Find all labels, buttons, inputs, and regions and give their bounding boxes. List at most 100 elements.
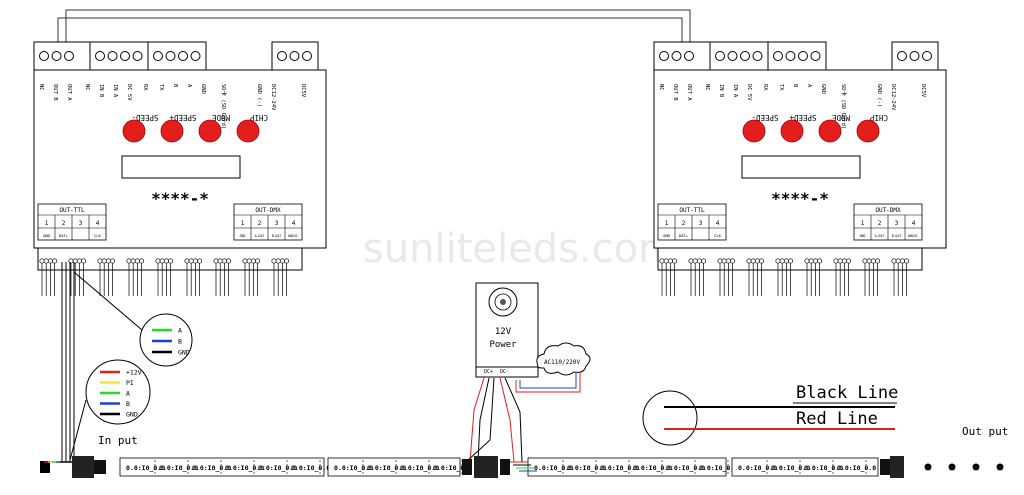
dmx-pin: 1 xyxy=(241,220,245,227)
strip-pixel: 0.0:I0_0.0 xyxy=(433,464,472,472)
strip-pixel: 0.0:I0_0.0 xyxy=(567,464,606,472)
ttl-pin: 4 xyxy=(96,220,100,227)
bottom-terminal-screw xyxy=(817,258,823,264)
dmx-pin: 3 xyxy=(895,220,899,227)
output-connector-plug xyxy=(880,459,890,475)
display-window xyxy=(741,155,861,179)
power-title: 12V xyxy=(495,327,512,337)
input-legend-label: B xyxy=(126,400,130,408)
terminal-screw xyxy=(51,51,62,61)
terminal-label: OUT B xyxy=(52,84,58,101)
terminal-screw xyxy=(153,51,163,61)
bottom-terminal-screw xyxy=(271,258,277,264)
button-label-chip: CHIP xyxy=(869,113,888,122)
output-label: Out put xyxy=(962,425,1008,438)
bottom-terminal-screw xyxy=(221,258,227,264)
bottom-terminal-screw xyxy=(47,258,53,264)
input-legend-label: PI xyxy=(126,379,134,387)
power-dc-plus: DC+ xyxy=(484,369,493,375)
button-label-speed: SPEED- xyxy=(131,113,158,122)
dmx-signal: GND/D- xyxy=(908,234,920,238)
watermark: sunliteleds.com xyxy=(363,226,677,272)
dmx-pin: 2 xyxy=(878,220,882,227)
button-label-chip: CHIP xyxy=(249,113,268,122)
bottom-terminal-screw xyxy=(68,258,74,264)
terminal-screw xyxy=(178,51,188,61)
ttl-legend-label: GND xyxy=(178,349,190,357)
dmx-pin: 3 xyxy=(275,220,279,227)
button-label-speed: SPEED+ xyxy=(789,113,817,122)
terminal-screw xyxy=(671,51,682,61)
mid-connector-left xyxy=(462,459,472,475)
dmx-title: OUT-DMX xyxy=(875,207,901,214)
strip-segment xyxy=(119,457,325,477)
bottom-terminal-screw xyxy=(808,258,814,264)
bottom-terminal-screw xyxy=(804,258,810,264)
ttl-pin: 3 xyxy=(79,220,83,227)
dmx-signal: GND/D- xyxy=(288,234,300,238)
input-wires xyxy=(61,262,75,462)
bottom-terminal-screw xyxy=(188,258,194,264)
bottom-terminal-screw xyxy=(870,258,876,264)
terminal-label: TX xyxy=(158,84,164,91)
button-mode xyxy=(198,119,222,143)
power-supply-body xyxy=(475,282,539,368)
bottom-terminal-screw xyxy=(250,258,256,264)
strip-pixel: 0.0:I0_0.0 xyxy=(666,464,705,472)
terminal-label: SD卡 (SD Card) xyxy=(840,84,848,129)
power-subtitle: Power xyxy=(489,340,517,350)
terminal-screw xyxy=(909,51,920,61)
bottom-terminal-screw xyxy=(101,258,107,264)
dmx-pin: 4 xyxy=(292,220,296,227)
terminal-label: A xyxy=(806,84,812,88)
bottom-terminal-screw xyxy=(846,258,852,264)
terminal-screw xyxy=(785,51,796,61)
terminal-label: DC12-24V xyxy=(890,84,896,111)
mid-connector xyxy=(474,456,498,478)
terminal-screw xyxy=(277,51,287,61)
ttl-signal: CLK xyxy=(94,233,102,238)
terminal-label: TX xyxy=(778,84,784,91)
terminal-screw xyxy=(897,51,907,61)
terminal-screw xyxy=(740,51,750,61)
bottom-terminal-screw xyxy=(39,258,45,264)
input-legend-label: A xyxy=(126,390,130,398)
bottom-terminal-screw xyxy=(841,258,847,264)
terminal-screw xyxy=(773,51,783,61)
input-wire-bundle xyxy=(40,461,50,473)
dmx-signal: A-DAT xyxy=(875,234,885,238)
strip-pixel: 0.0:I0_0.0 xyxy=(192,464,231,472)
ttl-pin: 2 xyxy=(62,220,66,227)
bottom-terminal-screw xyxy=(875,258,881,264)
ttl-title: OUT-TTL xyxy=(679,207,705,214)
bottom-terminal-screw xyxy=(105,258,111,264)
terminal-label: SD卡 (SD Card) xyxy=(220,84,228,129)
bottom-terminal-screw xyxy=(81,258,87,264)
terminal-screw xyxy=(190,51,201,61)
terminal-screw xyxy=(684,51,694,61)
ttl-pin: 2 xyxy=(682,220,686,227)
strip-pixel: 0.0:I0_0.0 xyxy=(837,464,876,472)
terminal-label: OUT B xyxy=(672,84,678,101)
bottom-terminal-screw xyxy=(779,258,785,264)
ttl-signal: GND xyxy=(663,233,671,238)
bottom-terminal-screw xyxy=(217,258,223,264)
ttl-signal: DAT+ xyxy=(59,233,69,238)
strip-pixel: 0.0:I0_0.0 xyxy=(367,464,406,472)
terminal-screw xyxy=(95,51,105,61)
mid-connector-right xyxy=(500,459,510,475)
bottom-terminal-screw xyxy=(862,258,868,264)
terminal-label: NC xyxy=(38,84,44,91)
terminal-label: IN A xyxy=(112,84,118,98)
bottom-terminal-screw xyxy=(168,258,174,264)
model-label: ****-* xyxy=(151,189,209,208)
terminal-label: GND (-) xyxy=(876,84,882,107)
power-dc-minus: DC- xyxy=(500,369,509,375)
bottom-terminal-screw xyxy=(688,258,694,264)
bottom-terminal-screw xyxy=(783,258,789,264)
terminal-label: GND (-) xyxy=(256,84,262,107)
ttl-legend-label: A xyxy=(178,327,182,335)
terminal-label: DC5V xyxy=(300,84,306,98)
terminal-label: GND xyxy=(200,84,206,94)
button-label-mode: MODE xyxy=(211,113,230,122)
